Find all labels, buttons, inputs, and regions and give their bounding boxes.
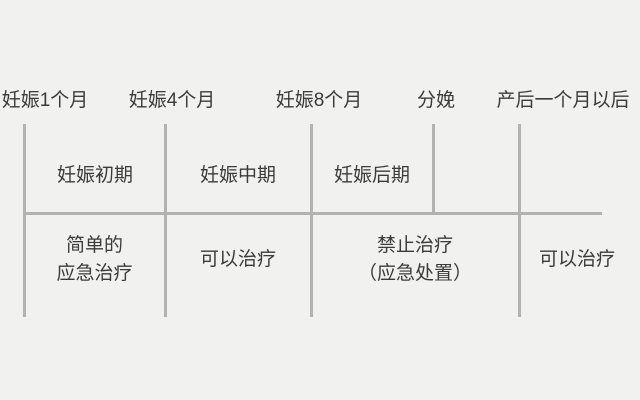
treatment-cell-treatable-postpartum: 可以治疗 [519, 216, 635, 304]
period-label-mid-pregnancy: 妊娠中期 [199, 165, 277, 186]
period-label-early-pregnancy: 妊娠初期 [56, 165, 134, 186]
divider-line-vertical-4 [432, 124, 435, 214]
divider-line-vertical-5 [518, 124, 521, 317]
divider-line-vertical-2 [164, 124, 167, 317]
divider-line-vertical-1 [23, 124, 26, 317]
treatment-text-line1: 可以治疗 [538, 249, 615, 270]
treatment-cell-simple-emergency: 简单的 应急治疗 [24, 216, 165, 304]
treatment-text-line2: 应急治疗 [56, 263, 133, 284]
milestone-label-delivery: 分娩 [416, 90, 456, 111]
period-label-late-pregnancy: 妊娠后期 [333, 165, 411, 186]
milestone-label-pregnancy-4-months: 妊娠4个月 [128, 90, 216, 111]
milestone-label-one-month-postpartum: 产后一个月以后 [496, 90, 630, 111]
timeline-horizontal-line [24, 212, 602, 215]
treatment-cell-prohibited: 禁止治疗 （应急处置） [311, 216, 519, 304]
milestone-label-pregnancy-1-month: 妊娠1个月 [1, 90, 89, 111]
divider-line-vertical-3 [310, 124, 313, 317]
milestone-label-pregnancy-8-months: 妊娠8个月 [275, 90, 363, 111]
treatment-text-line1: 可以治疗 [199, 249, 276, 270]
treatment-text-line1: 禁止治疗 [376, 235, 453, 256]
treatment-text-line2: （应急处置） [357, 263, 472, 284]
treatment-text-line1: 简单的 [65, 235, 123, 256]
treatment-cell-treatable-mid: 可以治疗 [165, 216, 311, 304]
